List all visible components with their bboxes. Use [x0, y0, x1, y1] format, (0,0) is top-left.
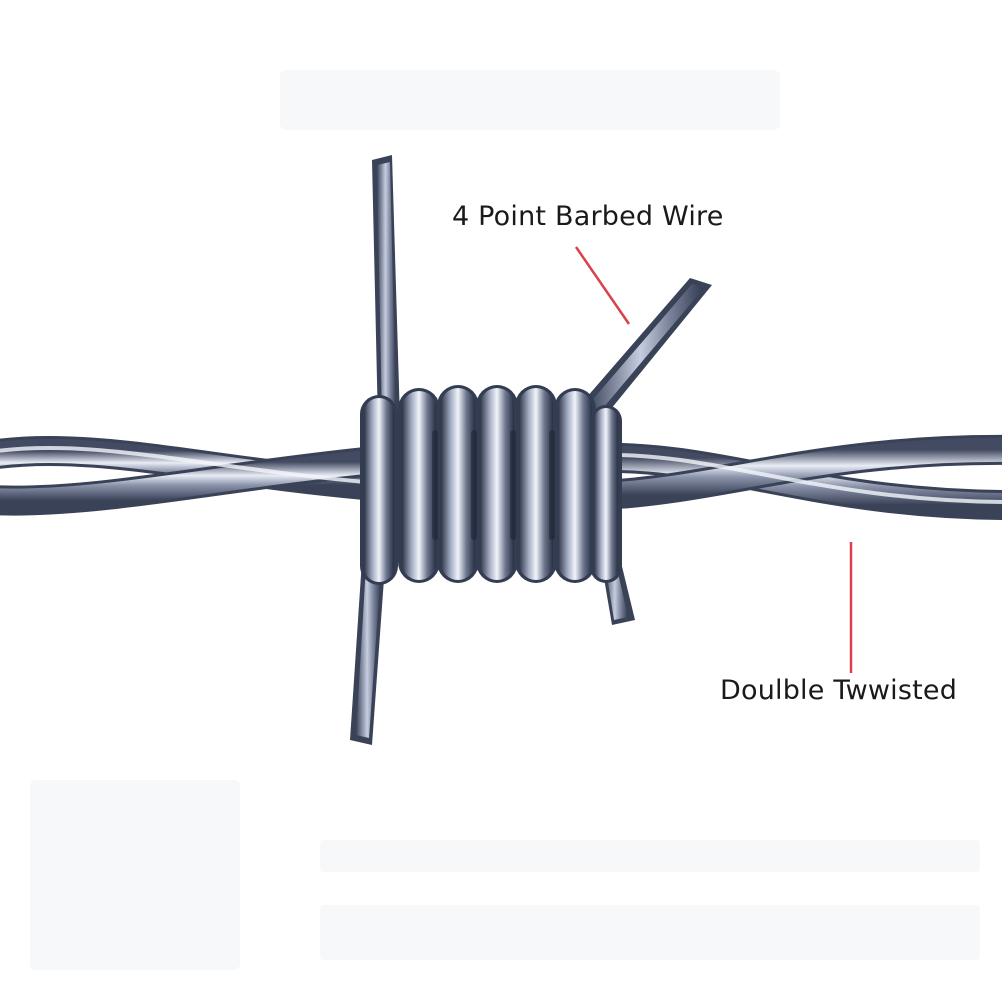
barb-vertical [350, 155, 400, 745]
coil-wraps [360, 385, 622, 585]
label-double-twisted: Doulble Twwisted [720, 675, 958, 706]
watermark [30, 70, 980, 970]
leader-lines [574, 246, 853, 673]
twisted-strand-right [585, 434, 1002, 520]
twisted-strand-left [0, 435, 380, 516]
label-barbed-wire: 4 Point Barbed Wire [452, 201, 724, 232]
leader-line-barbed [574, 246, 631, 325]
